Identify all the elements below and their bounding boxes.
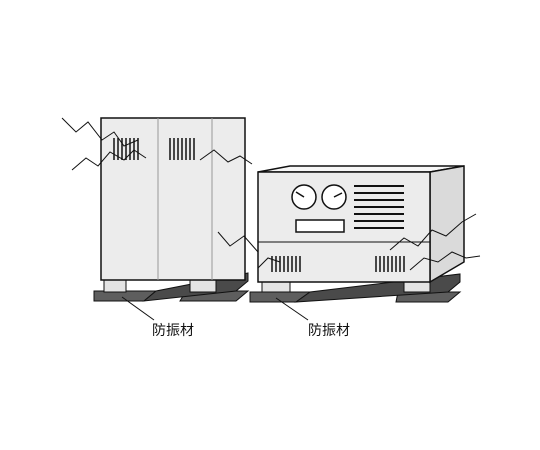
console-horizontal-vent: [354, 185, 404, 229]
anti-vibration-material-label-left: 防振材: [152, 323, 194, 339]
cabinet-vent-right: [169, 138, 195, 160]
console-lower-vent-left: [271, 256, 301, 272]
vibration-lines-left: [61, 117, 273, 253]
console-lower-vent-right: [375, 256, 405, 272]
vibration-lines-right: [257, 213, 481, 271]
leader-line-left: [121, 296, 155, 321]
leader-line-right: [275, 297, 309, 321]
console-foot-right: [403, 281, 431, 293]
anti-vibration-material-label-right: 防振材: [308, 323, 350, 339]
tall-cabinet: [93, 117, 250, 302]
console-side: [429, 165, 465, 284]
cabinet-front: [100, 117, 246, 281]
cabinet-foot-left: [103, 279, 127, 293]
cabinet-foot-right: [189, 279, 217, 293]
wide-console: [249, 165, 465, 303]
console-display-window: [295, 219, 345, 233]
